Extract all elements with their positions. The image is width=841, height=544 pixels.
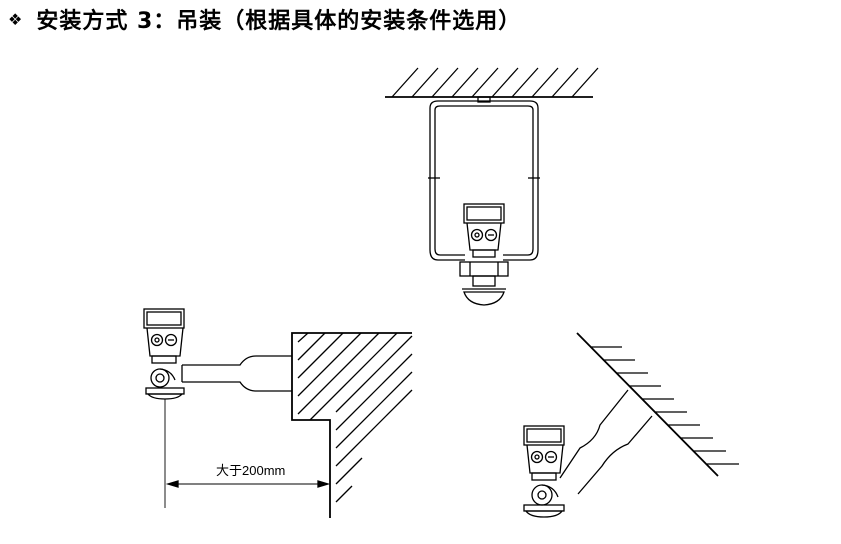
- wall-step-outline: [291, 332, 412, 518]
- radar-level-meter-wall: [143, 308, 185, 400]
- section-heading: ❖ 安装方式 3：吊装（根据具体的安装条件选用）: [8, 4, 521, 34]
- section-title: 安装方式 3：吊装（根据具体的安装条件选用）: [36, 9, 522, 34]
- diamond-bullet-icon: ❖: [8, 9, 23, 29]
- slanted-surface: [576, 332, 739, 477]
- wall-mount-figure: [143, 308, 413, 518]
- ceiling-mount-figure: [385, 67, 599, 306]
- radar-level-meter-slanted: [523, 425, 565, 518]
- dimension-annotation: [164, 399, 331, 508]
- radar-level-meter-ceiling: [459, 203, 509, 306]
- dimension-label: 大于200mm: [216, 463, 285, 478]
- slanted-mount-figure: [523, 332, 739, 518]
- wall-hatch: [297, 332, 413, 503]
- hanging-bracket: [428, 96, 540, 261]
- slanted-bracket-arm: [559, 389, 653, 495]
- wall-bracket-arm: [181, 355, 292, 392]
- ceiling-hatch: [385, 67, 599, 98]
